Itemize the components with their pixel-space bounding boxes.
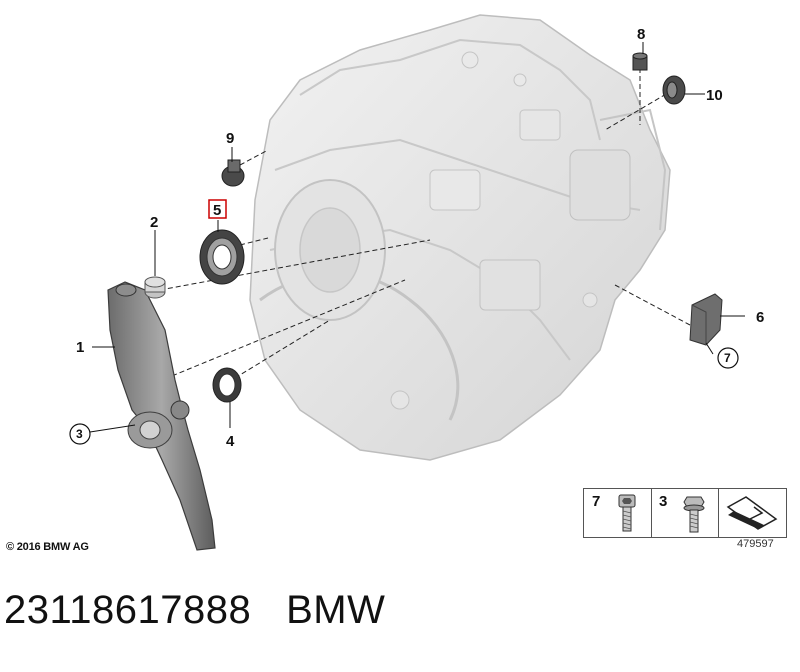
callout-1: 1 [76,339,84,356]
callout-8: 8 [637,26,645,43]
callout-4: 4 [226,433,235,450]
transmission-housing [249,14,671,461]
legend-cell-hex-bolt: 3 [651,489,719,537]
hex-bolt-icon [683,496,705,533]
pin-bolt-part [144,276,166,299]
shaft-seal-part [212,367,242,403]
fastener-legend: 7 3 [583,488,787,538]
plug-cap-part [632,52,648,71]
copyright-notice: © 2016 BMW AG [6,541,89,553]
callout-2: 2 [150,214,158,231]
callout-9: 9 [226,130,234,147]
callout-lines [89,42,745,433]
part-number: 23118617888 [4,588,252,632]
diagram-number: 479597 [737,538,774,550]
screw-plug-part [221,159,245,187]
callout-7-circle: 7 [717,347,739,369]
seal-ring-part [199,229,245,285]
callout-10: 10 [706,87,723,104]
allen-bolt-icon [618,494,636,532]
legend-label-7: 7 [592,493,601,510]
callout-3: 3 [76,427,83,441]
bracket-part [689,293,723,346]
arrow-direction-icon [726,496,778,530]
callout-5-highlighted: 5 [208,199,227,219]
footer-caption: 23118617888 BMW [4,588,385,633]
brand-name: BMW [286,588,386,632]
leader-lines [149,60,691,386]
callout-5: 5 [213,202,221,219]
gasket-ring-part [662,75,686,105]
callout-3-circle: 3 [69,423,91,445]
legend-cell-arrow [718,489,786,537]
release-fork-part [107,281,216,551]
callout-6: 6 [756,309,764,326]
callout-7: 7 [724,351,731,365]
legend-cell-allen-bolt: 7 [584,489,652,537]
legend-label-3: 3 [659,493,668,510]
